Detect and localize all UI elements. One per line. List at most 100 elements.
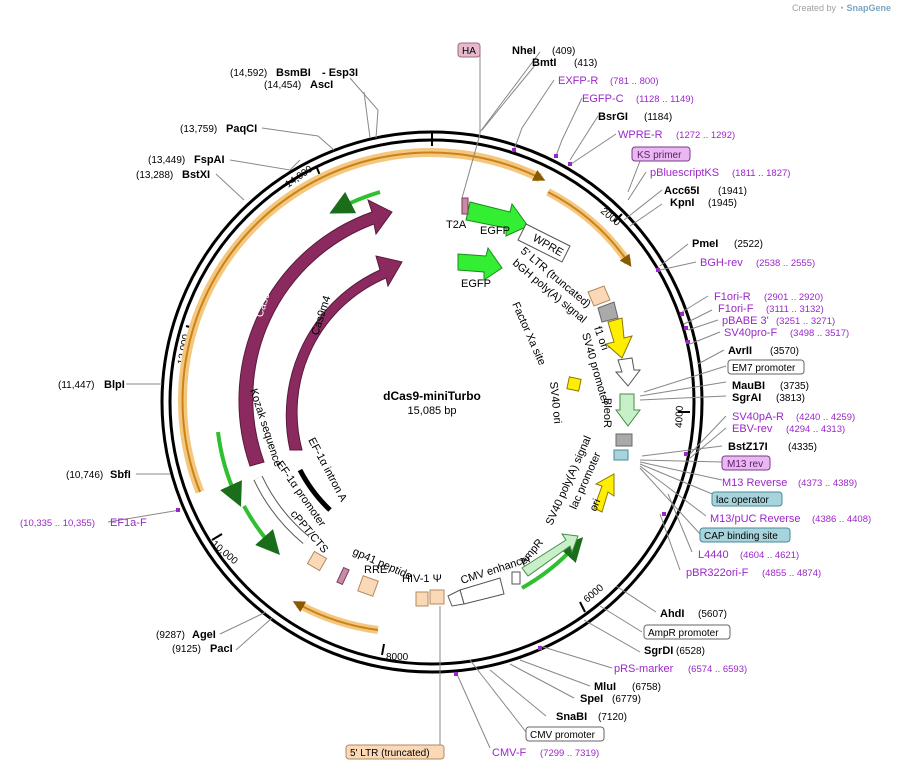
m13rev-box — [721, 455, 771, 471]
lac-operator-box — [711, 491, 783, 507]
sv40-ori-box — [566, 376, 582, 392]
ks-primer-box — [631, 146, 691, 162]
site-name: PacI — [210, 643, 233, 655]
primer-name: BGH-rev — [700, 257, 743, 269]
site-pos: (1941) — [718, 186, 747, 197]
site-pos: (14,454) — [264, 80, 301, 91]
site-name: PmeI — [692, 238, 718, 250]
site-name: BstZ17I — [728, 441, 768, 453]
primer-pos: (7299 .. 7319) — [540, 748, 599, 759]
hiv-psi-box — [429, 589, 445, 605]
site-name: SgrAI — [732, 392, 761, 404]
cas9m4-arrow — [285, 255, 403, 451]
primer-name: SV40pA-R — [732, 411, 784, 423]
f1-ori-arrow — [604, 317, 633, 359]
ampr-promoter-label: AmpR promoter — [648, 628, 719, 639]
site-pos: (2522) — [734, 239, 763, 250]
site-pos: (13,759) — [180, 124, 217, 135]
site-pos: (11,447) — [58, 380, 95, 391]
site-name: BstXI — [182, 169, 210, 181]
egfp-label-1: EGFP — [480, 225, 510, 237]
primer-pos: (3498 .. 3517) — [790, 328, 849, 339]
primer-name: CMV-F — [492, 747, 527, 759]
ks-primer-label: KS primer — [637, 150, 682, 161]
primer-pos: (1811 .. 1827) — [732, 168, 790, 179]
primer-pos: (2538 .. 2555) — [756, 258, 815, 269]
outer-feature-arc — [178, 148, 542, 494]
site-pos: (6779) — [612, 694, 641, 705]
ltr-box-right — [587, 285, 611, 307]
site-pos: (3570) — [770, 346, 799, 357]
primer-pos: (4294 .. 4313) — [786, 424, 845, 435]
primer-name: EGFP-C — [582, 93, 624, 105]
ltr-trunc-label: 5' LTR (truncated) — [350, 748, 430, 759]
cmv-promoter-arrow — [447, 589, 465, 607]
site-name: AscI — [310, 79, 333, 91]
site-name: BlpI — [104, 379, 125, 391]
m13rev-label: M13 rev — [727, 459, 763, 470]
ef1a-intron-label: EF-1α intron A — [305, 436, 349, 505]
ampr-promoter-label-box — [643, 624, 731, 640]
site-pos: (7120) — [598, 712, 627, 723]
primer-name: pBABE 3' — [722, 315, 769, 327]
ha-box — [457, 42, 481, 58]
green-arrow-left-2 — [242, 505, 280, 555]
site-pos: (4335) — [788, 442, 817, 453]
primer-pos: (4855 .. 4874) — [762, 568, 821, 579]
primer-pos: (4386 .. 4408) — [812, 514, 871, 525]
site-name: SbfI — [110, 469, 131, 481]
site-pos: (5607) — [698, 609, 727, 620]
primer-name: F1ori-R — [714, 291, 751, 303]
site-pos: (3813) — [776, 393, 805, 404]
primer-name: F1ori-F — [718, 303, 754, 315]
primer-name: L4440 — [698, 549, 729, 561]
site-pos: (413) — [574, 58, 597, 69]
site-name: PaqCI — [226, 123, 257, 135]
primer-pos: (781 .. 800) — [610, 76, 659, 87]
tick-8000: 8000 — [386, 652, 409, 663]
snapgene-logo-icon: ◔ — [838, 3, 844, 13]
site-pos: (13,449) — [148, 155, 185, 166]
wpre-box — [517, 223, 571, 263]
cap-site-box — [699, 527, 791, 543]
primer-pos: (6574 .. 6593) — [688, 664, 747, 675]
site-pos: (1945) — [708, 198, 737, 209]
cas9-arrow — [238, 199, 393, 467]
ampr-promoter-box — [511, 571, 521, 585]
primer-pos: (1128 .. 1149) — [636, 94, 694, 105]
orange-arrow-2 — [296, 600, 379, 634]
site-name: NheI — [512, 45, 536, 57]
bleor-arrow — [615, 393, 641, 427]
ltr-box-bottom — [415, 591, 429, 607]
plasmid-name: dCas9-miniTurbo — [383, 389, 481, 403]
cmv-promoter-box — [525, 726, 605, 742]
site-name: Acc65I — [664, 185, 699, 197]
primer-name: SV40pro-F — [724, 327, 777, 339]
sv40ori-label: SV40 ori — [547, 381, 563, 424]
primer-pos: (4604 .. 4621) — [740, 550, 799, 561]
primer-markers — [176, 148, 690, 676]
green-arrow-top — [329, 190, 381, 214]
cppt-box — [306, 550, 328, 572]
primer-pos: (4240 .. 4259) — [796, 412, 855, 423]
gp41-box — [336, 566, 350, 586]
ha-label: HA — [462, 46, 476, 57]
ori-label: ori — [588, 497, 604, 513]
boxed-labels: HA KS primer EM7 promoter M13 rev lac op… — [345, 42, 805, 760]
ampr-arrow — [521, 533, 579, 577]
cap-site-label: CAP binding site — [704, 531, 778, 542]
lac-box — [613, 449, 629, 461]
tick-4000: 4000 — [674, 405, 686, 428]
primer-pos: (2901 .. 2920) — [764, 292, 823, 303]
primer-pos: (3251 .. 3271) — [776, 316, 835, 327]
site-name: BsmBI — [276, 67, 311, 79]
rre-label: RRE — [364, 564, 387, 576]
t2a-box — [461, 197, 469, 215]
site-name: SgrDI — [644, 645, 673, 657]
site-labels: NheI (409) BmtI (413) BsrGI (1184) Acc65… — [58, 45, 817, 723]
site-pos: (3735) — [780, 381, 809, 392]
site-name: AhdI — [660, 608, 684, 620]
primer-name: M13/pUC Reverse — [710, 513, 800, 525]
site-pos: (14,592) — [230, 68, 267, 79]
